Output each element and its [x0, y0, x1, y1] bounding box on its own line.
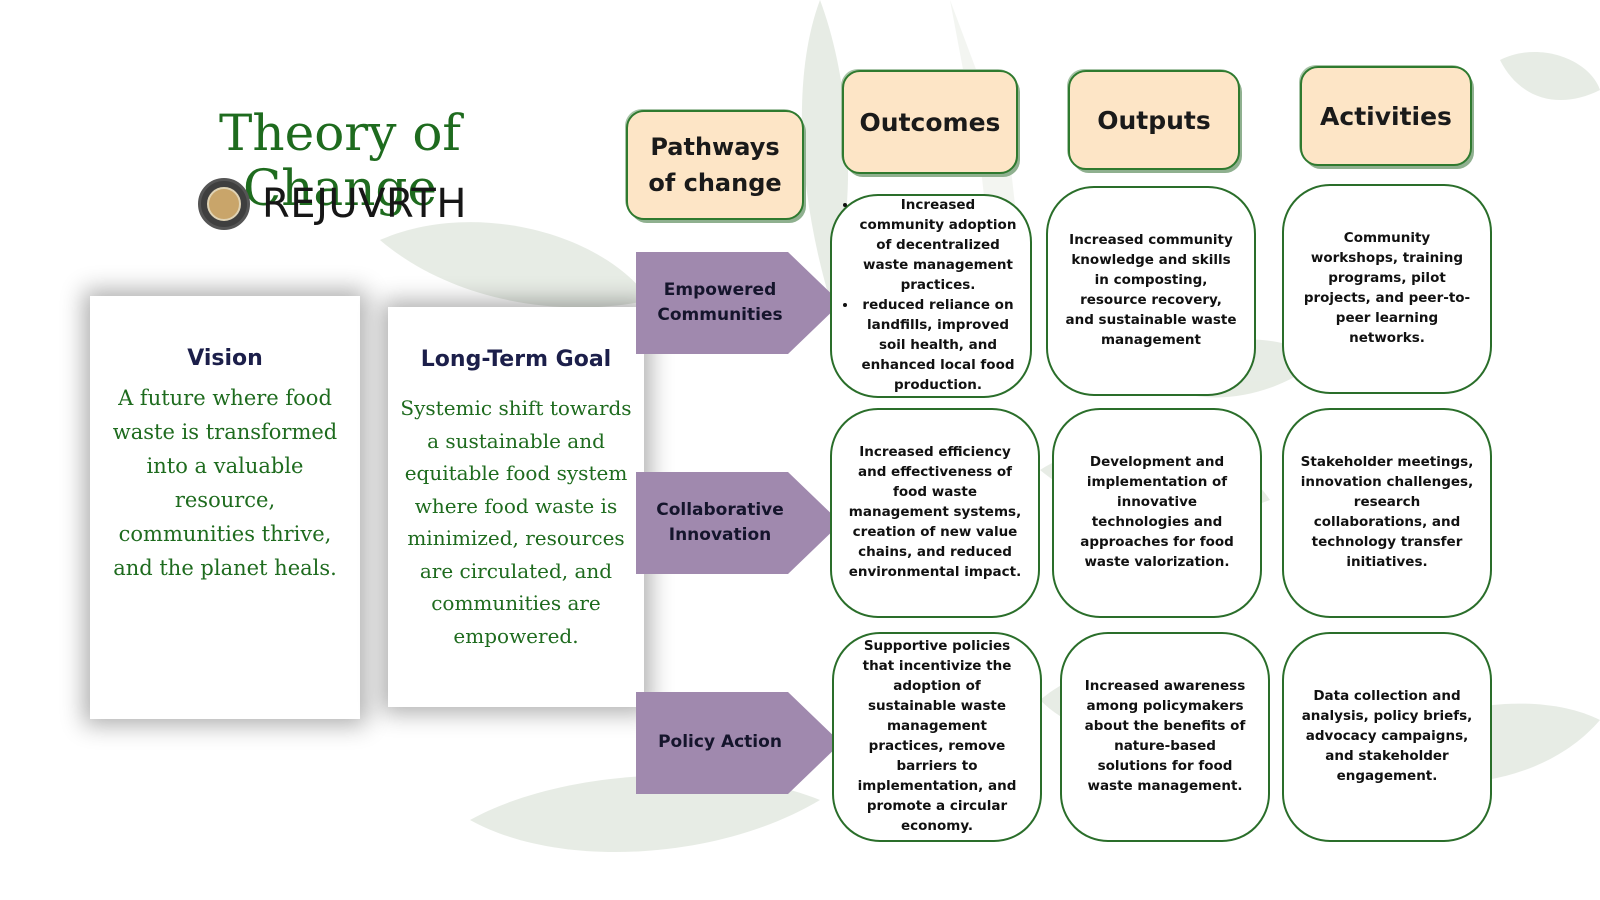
vision-card: Vision A future where food waste is tran…	[90, 296, 360, 719]
pathway-label-line: Communities	[657, 305, 783, 325]
vision-text: A future where food waste is transformed…	[112, 386, 338, 580]
output-box-empowered-communities: Increased community knowledge and skills…	[1046, 186, 1256, 396]
vision-heading: Vision	[187, 346, 263, 371]
outcome-box-collaborative-innovation: Increased efficiency and effectiveness o…	[830, 408, 1040, 618]
outputs-header: Outputs	[1068, 70, 1240, 170]
activities-header: Activities	[1300, 66, 1472, 166]
output-box-collaborative-innovation: Development and implementation of innova…	[1052, 408, 1262, 618]
goal-heading: Long-Term Goal	[420, 347, 612, 372]
output-box-policy-action: Increased awareness among policymakers a…	[1060, 632, 1270, 842]
activity-box-policy-action: Data collection and analysis, policy bri…	[1282, 632, 1492, 842]
pathway-label-line: Empowered	[663, 279, 777, 300]
pathway-label-line: Collaborative	[656, 499, 784, 520]
pathways-header: Pathways of change	[626, 110, 804, 220]
outcome-box-policy-action: Supportive policies that incentivize the…	[832, 632, 1042, 842]
activity-box-empowered-communities: Community workshops, training programs, …	[1282, 184, 1492, 394]
pathway-label-line: Innovation	[668, 525, 772, 545]
pathways-header-line-2: of change	[648, 169, 782, 197]
goal-text: Systemic shift towards a sustainable and…	[400, 396, 632, 648]
page-title: Theory of Change	[219, 104, 461, 217]
pathway-label-line: Policy Action	[658, 732, 782, 753]
outcome-bullet: reduced reliance on landfills, improved …	[858, 296, 1018, 396]
activity-box-collaborative-innovation: Stakeholder meetings, innovation challen…	[1282, 408, 1492, 618]
rejuvrth-logo-icon	[198, 178, 250, 230]
outcome-box-empowered-communities: Increased community adoption of decentra…	[830, 194, 1032, 398]
long-term-goal-card: Long-Term Goal Systemic shift towards a …	[388, 307, 644, 707]
brand-name: REJUVRTH	[262, 181, 467, 227]
pathways-header-line-1: Pathways	[650, 133, 780, 161]
brand: REJUVRTH	[198, 176, 467, 232]
outcome-bullet: Increased community adoption of decentra…	[858, 196, 1018, 296]
outcomes-header: Outcomes	[842, 70, 1018, 174]
